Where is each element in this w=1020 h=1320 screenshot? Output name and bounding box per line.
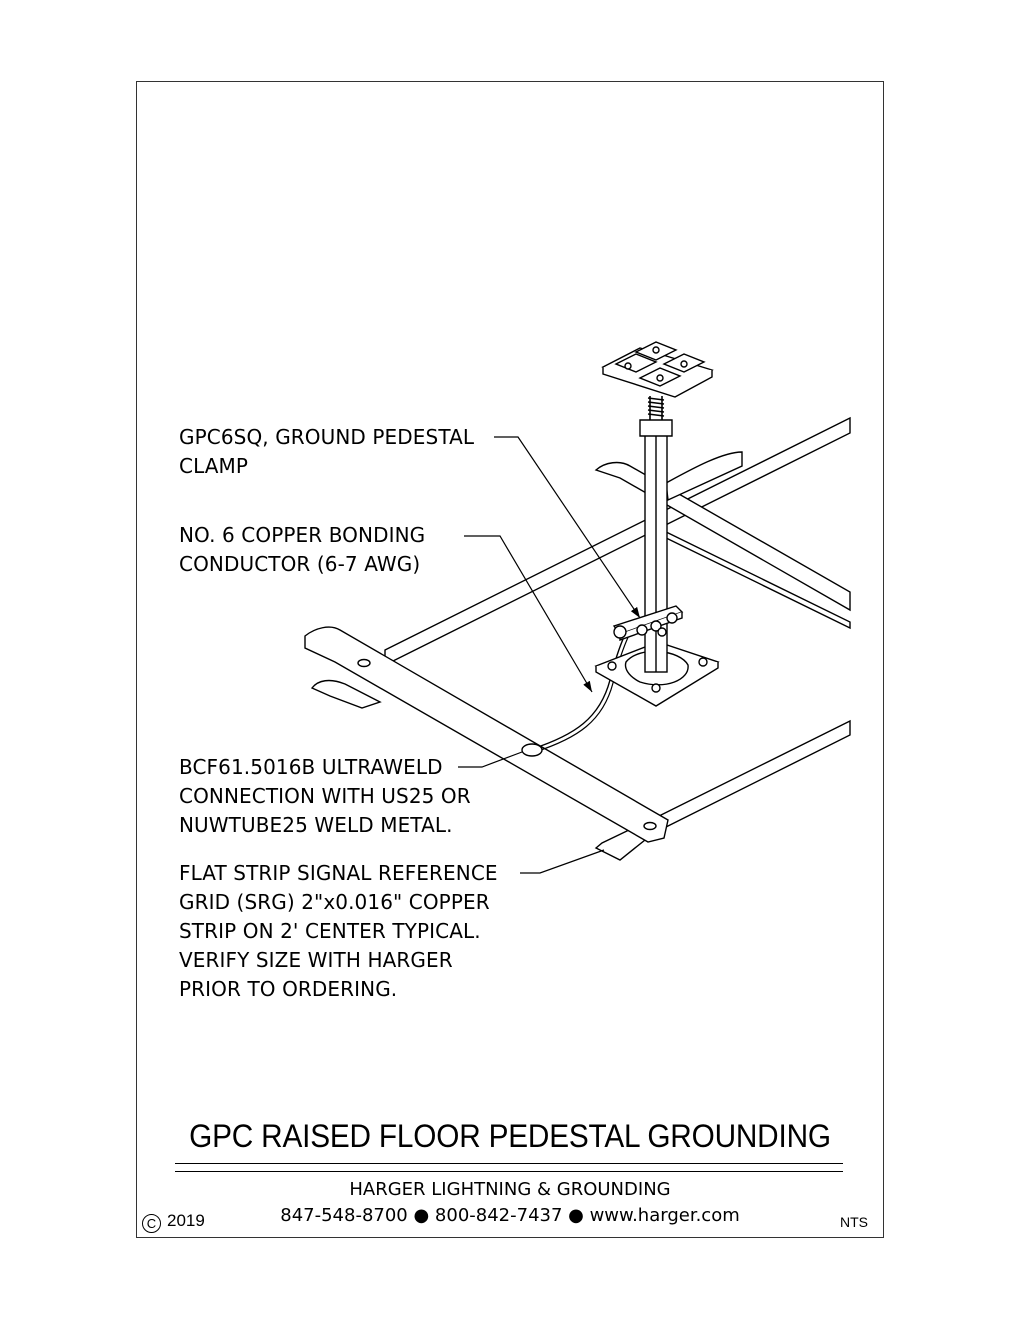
copyright-symbol: C <box>142 1214 161 1233</box>
ultraweld-connection <box>521 743 543 757</box>
pedestal-head <box>601 341 714 398</box>
callout-ground-pedestal-clamp: GPC6SQ, GROUND PEDESTAL CLAMP <box>179 425 475 478</box>
company-contact: 847-548-8700 ● 800-842-7437 ● www.harger… <box>280 1205 740 1226</box>
srg-front-strip <box>304 626 669 843</box>
callout-ultraweld-connection: BCF61.5016B ULTRAWELD CONNECTION WITH US… <box>179 755 471 837</box>
copyright-year: 2019 <box>167 1211 205 1230</box>
title-rule-lower <box>175 1171 843 1172</box>
drawing-sheet-border <box>136 81 884 1238</box>
bonding-conductor <box>531 627 629 750</box>
srg-lower-strip <box>594 719 851 861</box>
copyright-notice: C 2019 <box>142 1211 205 1233</box>
ground-pedestal-clamp <box>612 605 684 641</box>
callout-bonding-conductor: NO. 6 COPPER BONDING CONDUCTOR (6-7 AWG) <box>179 523 426 576</box>
drawing-title: GPC RAISED FLOOR PEDESTAL GROUNDING <box>189 1118 831 1154</box>
callout-signal-reference-grid: FLAT STRIP SIGNAL REFERENCE GRID (SRG) 2… <box>179 861 498 1001</box>
company-name: HARGER LIGHTNING & GROUNDING <box>349 1179 671 1200</box>
leader-lines <box>458 436 641 874</box>
title-rule-upper <box>175 1163 843 1164</box>
scale-note: NTS <box>840 1214 868 1230</box>
threaded-rod <box>647 396 665 420</box>
